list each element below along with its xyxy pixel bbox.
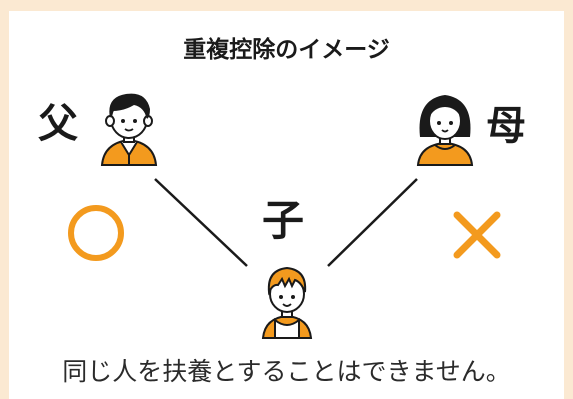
- mother-label: 母: [486, 103, 526, 149]
- child-label: 子: [262, 196, 305, 245]
- caption-text: 同じ人を扶養とすることはできません。: [62, 357, 511, 386]
- mother-child-line: [327, 178, 418, 267]
- not-allowed-cross-icon: ×: [453, 211, 501, 259]
- allowed-circle-icon: ○: [68, 205, 124, 261]
- father-child-line: [154, 178, 248, 267]
- mother-avatar-icon: [416, 95, 474, 166]
- father-avatar-icon: [100, 93, 158, 166]
- child-avatar-icon: [261, 266, 313, 339]
- diagram-title: 重複控除のイメージ: [183, 37, 390, 63]
- father-label: 父: [38, 101, 78, 147]
